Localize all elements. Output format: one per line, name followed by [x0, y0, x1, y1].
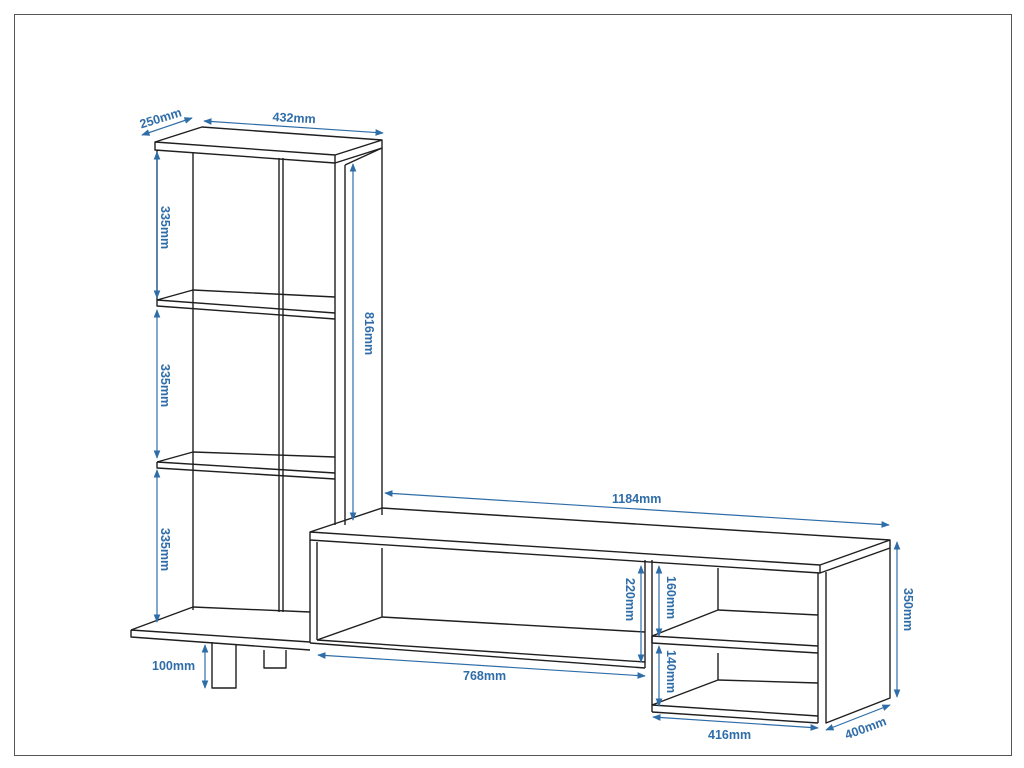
leg-front [211, 642, 237, 689]
tower-divider [278, 158, 284, 612]
dim-line-width-tower [203, 118, 384, 136]
label-open-width: 768mm [463, 669, 507, 683]
label-upper-compartment: 160mm [664, 576, 678, 620]
label-lower-compartment: 140mm [664, 650, 678, 694]
leg-back [263, 650, 287, 669]
label-shelf-1: 335mm [158, 206, 172, 250]
tv-unit-top [309, 507, 891, 574]
dim-line-cabinet-width [652, 714, 819, 731]
dimension-lines [141, 117, 901, 731]
label-tower-height: 816mm [362, 312, 376, 356]
label-leg-height: 100mm [152, 659, 196, 673]
cabinet-right-side [817, 548, 891, 724]
dim-line-tv-width [384, 490, 890, 528]
label-shelf-2: 335mm [158, 364, 172, 408]
tower-shelf-1 [156, 289, 336, 320]
shelf-unit-linework [130, 126, 891, 724]
dim-line-unit-depth [825, 704, 891, 731]
tv-unit-middle-divider [644, 560, 653, 712]
dim-line-depth-tower [141, 117, 193, 136]
label-shelf-3: 335mm [158, 528, 172, 572]
tv-unit-left-side [309, 540, 318, 643]
tower-right-panel [334, 147, 383, 525]
drawing-frame [14, 14, 1012, 756]
tower-base [130, 606, 311, 651]
dim-line-open-width [317, 652, 646, 679]
tower-shelf-2 [156, 451, 336, 480]
label-tv-width: 1184mm [612, 492, 662, 506]
label-cabinet-width: 416mm [708, 728, 752, 742]
label-width-tower: 432mm [272, 110, 317, 127]
label-open-height: 220mm [623, 578, 637, 622]
label-unit-height: 350mm [901, 588, 915, 632]
tv-unit-open-bottom [309, 616, 646, 669]
tower-top-panel [154, 126, 383, 164]
